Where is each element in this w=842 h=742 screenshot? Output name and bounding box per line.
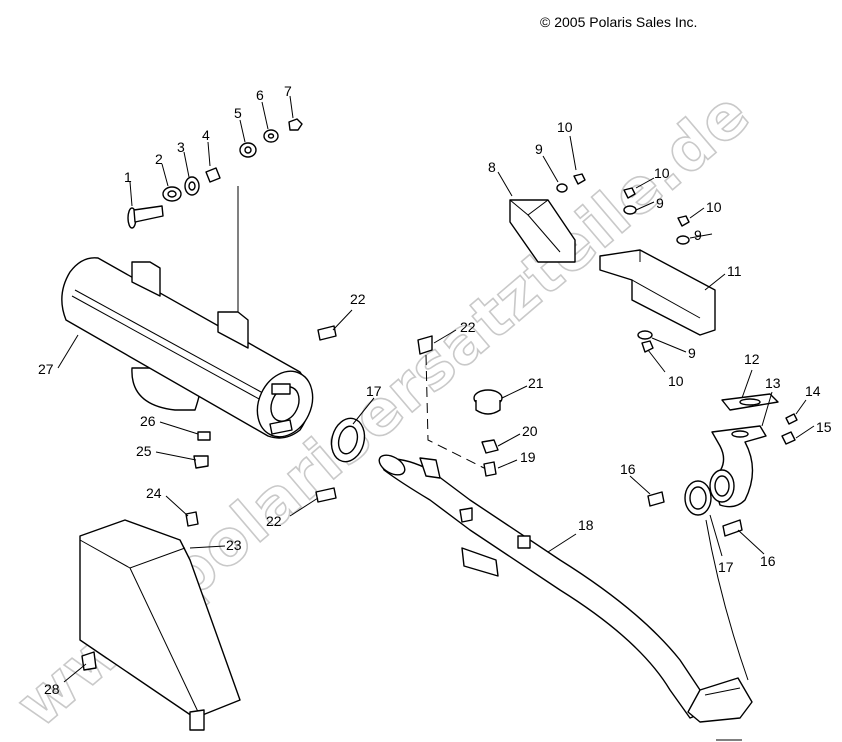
sleeve-4 <box>205 167 221 183</box>
bumper-21 <box>473 389 503 415</box>
nut-7 <box>288 118 303 131</box>
callout-18: 18 <box>578 517 594 533</box>
gasket-12 <box>721 393 779 411</box>
grommet-2 <box>162 186 182 202</box>
part-25 <box>193 455 209 469</box>
callout-21: 21 <box>528 375 544 391</box>
gasket-17-right <box>684 480 712 516</box>
callout-17b: 17 <box>718 559 734 575</box>
nut-20 <box>481 439 499 454</box>
stud-14 <box>785 413 798 425</box>
head-pipe-18 <box>378 454 753 723</box>
callout-8: 8 <box>488 159 496 175</box>
callout-9a: 9 <box>535 141 543 157</box>
callout-23: 23 <box>226 537 242 553</box>
muffler <box>61 257 314 439</box>
callout-9b: 9 <box>656 195 664 211</box>
callout-20: 20 <box>522 423 538 439</box>
bolt-24 <box>185 511 199 527</box>
callout-numbers: 1 2 3 4 5 6 7 8 9 9 9 9 10 10 10 10 11 1… <box>38 83 832 697</box>
callout-25: 25 <box>136 443 152 459</box>
callout-3: 3 <box>177 139 185 155</box>
springs <box>315 325 743 537</box>
callout-22c: 22 <box>266 513 282 529</box>
callout-22b: 22 <box>460 319 476 335</box>
heat-shield-23 <box>79 519 241 731</box>
bolt-28 <box>81 651 97 671</box>
callout-15: 15 <box>816 419 832 435</box>
callout-9c: 9 <box>694 227 702 243</box>
callout-2: 2 <box>155 151 163 167</box>
callout-6: 6 <box>256 87 264 103</box>
callout-11: 11 <box>727 263 742 279</box>
callout-28: 28 <box>44 681 60 697</box>
callout-1: 1 <box>124 169 132 185</box>
callout-10c: 10 <box>706 199 722 215</box>
callout-10a: 10 <box>557 119 573 135</box>
callout-26: 26 <box>140 413 156 429</box>
callout-13: 13 <box>765 375 781 391</box>
callout-12: 12 <box>744 351 760 367</box>
callout-24: 24 <box>146 485 162 501</box>
bolt-19 <box>483 461 497 477</box>
callout-19: 19 <box>520 449 536 465</box>
callout-16b: 16 <box>760 553 776 569</box>
callout-14: 14 <box>805 383 821 399</box>
callout-22a: 22 <box>350 291 366 307</box>
washer-5 <box>239 142 257 158</box>
callout-5: 5 <box>234 105 242 121</box>
dashed-assembly-line <box>425 354 489 471</box>
gasket-17-left <box>330 417 366 463</box>
exhaust-elbow-13 <box>709 425 767 508</box>
part-26 <box>197 431 211 441</box>
callout-17a: 17 <box>366 383 382 399</box>
callout-10d: 10 <box>668 373 684 389</box>
washer-6 <box>263 129 279 143</box>
bracket-8 <box>509 199 576 263</box>
grommet-3 <box>184 176 200 196</box>
bracket-11 <box>599 249 716 336</box>
callout-10b: 10 <box>654 165 670 181</box>
callout-16a: 16 <box>620 461 636 477</box>
nut-15 <box>781 431 796 445</box>
copyright-notice: © 2005 Polaris Sales Inc. <box>540 14 698 30</box>
leader-lines <box>57 95 815 741</box>
callout-7: 7 <box>284 83 292 99</box>
callout-9d: 9 <box>688 345 696 361</box>
callout-4: 4 <box>202 127 210 143</box>
bolt-1 <box>127 205 164 229</box>
callout-27: 27 <box>38 361 54 377</box>
washers-and-nuts <box>556 173 690 353</box>
